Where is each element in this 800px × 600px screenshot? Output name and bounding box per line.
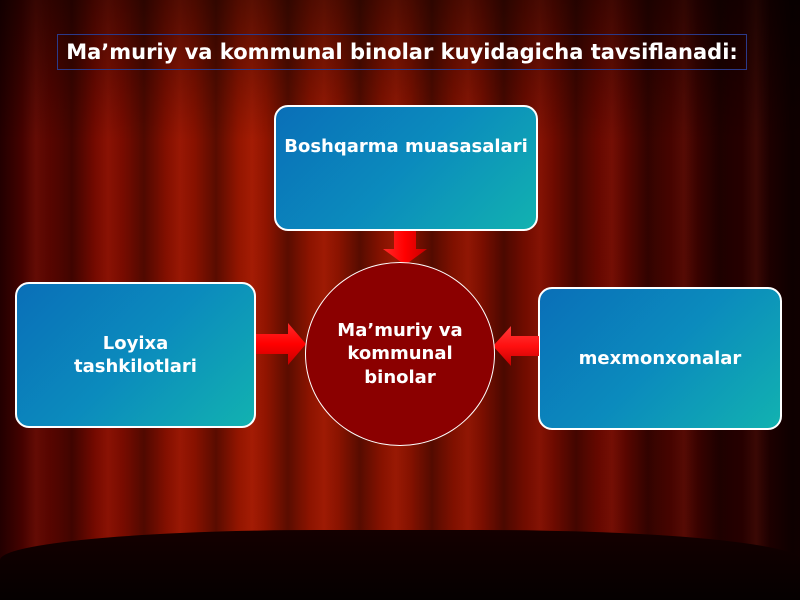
node-top-label: Boshqarma muasasalari bbox=[284, 136, 528, 157]
title-frame: Ma’muriy va kommunal binolar kuyidagicha… bbox=[57, 34, 747, 70]
stage-floor bbox=[0, 530, 800, 600]
node-top: Boshqarma muasasalari bbox=[274, 105, 538, 231]
node-left-label: Loyixa tashkilotlari bbox=[74, 332, 197, 377]
center-label-line3: binolar bbox=[364, 366, 436, 388]
arrow-right bbox=[256, 323, 306, 365]
node-right-label: mexmonxonalar bbox=[578, 347, 742, 369]
page-title: Ma’muriy va kommunal binolar kuyidagicha… bbox=[66, 40, 738, 64]
center-label-line2: kommunal bbox=[347, 343, 453, 365]
node-right: mexmonxonalar bbox=[538, 287, 782, 430]
node-left: Loyixa tashkilotlari bbox=[15, 282, 256, 428]
center-node: Ma’muriy va kommunal binolar bbox=[305, 262, 495, 446]
center-label-line1: Ma’muriy va bbox=[337, 319, 463, 341]
center-node-label: Ma’muriy va kommunal binolar bbox=[337, 319, 462, 389]
arrow-down bbox=[383, 231, 427, 265]
arrow-left bbox=[493, 326, 539, 366]
